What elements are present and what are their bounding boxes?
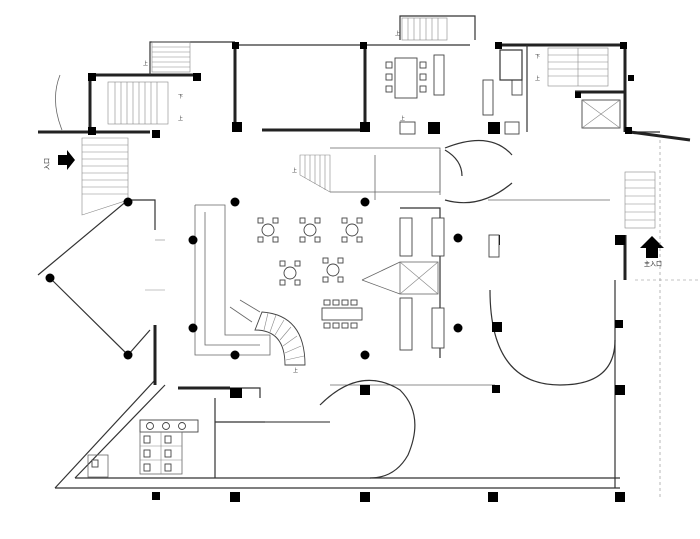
main-entrance-arrow-icon (640, 236, 664, 258)
main-entrance-label: 主入口 (644, 260, 662, 268)
stair-label-up: 上 (535, 75, 540, 82)
left-curved-wall (55, 74, 63, 131)
site-line-right (635, 140, 700, 500)
dining-table-top (385, 54, 445, 135)
stair-label-up: 上 (395, 30, 400, 37)
right-entrance-stair (624, 171, 656, 229)
stair-label-up: 上 (292, 167, 297, 174)
round-tables (257, 217, 363, 286)
restroom-fixtures (87, 419, 199, 478)
center-left-stair (299, 147, 441, 193)
interior-partitions (145, 150, 495, 423)
stair-label-up: 上 (178, 115, 183, 122)
side-entrance-label: 入口 (44, 158, 51, 170)
side-entrance-marker: 入口 (44, 150, 75, 170)
columns (45, 42, 634, 502)
stair-labels: 上 下 上 上 上 下 上 上 上 (143, 30, 540, 374)
stair-label-up: 上 (400, 115, 405, 122)
stair-label-up: 上 (293, 367, 298, 374)
long-table (321, 299, 363, 329)
curved-walls (319, 139, 616, 479)
right-top-stair (547, 47, 609, 87)
stair-label-down: 下 (178, 94, 183, 100)
top-stair (401, 17, 448, 41)
kitchen-fixtures (482, 49, 523, 135)
spiral-stair (254, 311, 306, 366)
main-entrance-marker: 主入口 (640, 236, 664, 268)
right-booth (488, 234, 500, 258)
stair-label-up: 上 (143, 60, 148, 67)
stair-label-down: 下 (535, 54, 540, 60)
outer-walls (37, 15, 660, 489)
elevator-right (581, 99, 621, 129)
left-entrance-stair (81, 137, 129, 216)
side-entrance-arrow-icon (58, 150, 75, 170)
left-top-stair (107, 41, 191, 125)
